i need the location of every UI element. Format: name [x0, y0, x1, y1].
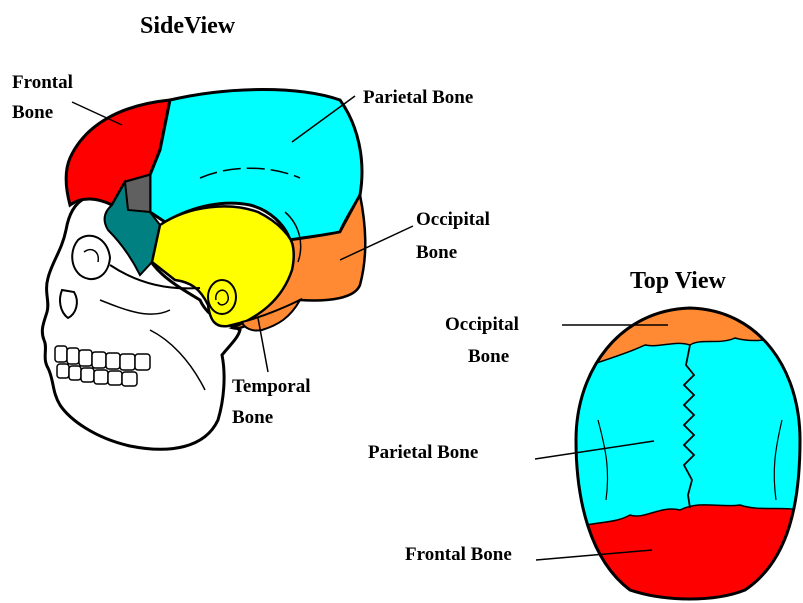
top-view-title: Top View	[630, 268, 726, 294]
side-label-frontal-line2: Bone	[12, 102, 53, 123]
eye-orbit	[72, 236, 110, 279]
ear-icon	[208, 280, 236, 314]
side-label-temporal-line2: Bone	[232, 407, 273, 428]
side-label-occipital-line1: Occipital	[416, 209, 490, 230]
top-label-frontal: Frontal Bone	[405, 544, 512, 565]
side-gray-patch	[125, 175, 150, 212]
side-view-skull	[42, 90, 365, 450]
top-label-parietal: Parietal Bone	[368, 442, 478, 463]
side-label-occipital-line2: Bone	[416, 242, 457, 263]
side-label-temporal-line1: Temporal	[232, 376, 310, 397]
top-label-occipital-line1: Occipital	[445, 314, 519, 335]
side-label-frontal-line1: Frontal	[12, 72, 73, 93]
top-label-occipital-line2: Bone	[468, 346, 509, 367]
side-label-parietal: Parietal Bone	[363, 87, 473, 108]
top-view-skull	[570, 300, 803, 603]
side-view-title: SideView	[140, 13, 236, 39]
